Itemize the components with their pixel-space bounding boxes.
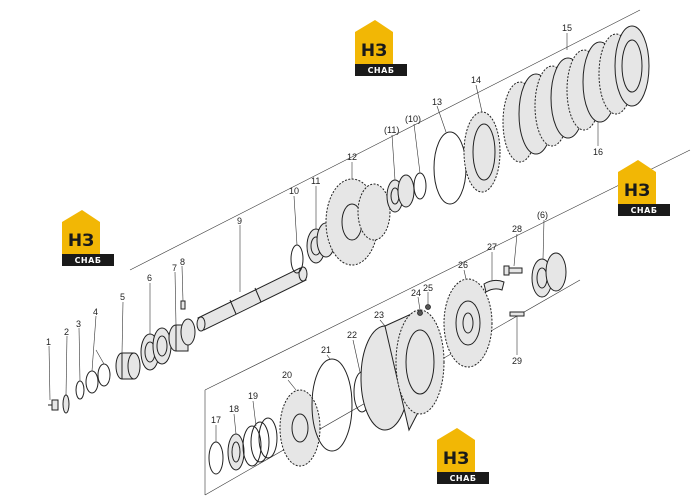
label-part-6: 6 [147,273,152,283]
part-17-snap-ring [208,441,224,475]
label-part-10b: (10) [405,114,421,124]
leader-lines [48,33,599,442]
part-14-gear-ring [463,111,501,193]
label-part-4: 4 [93,307,98,317]
part-24-ball [417,310,423,316]
part-8-key [180,300,186,310]
part-19-spring-rings [242,417,278,467]
label-part-3: 3 [76,319,81,329]
label-part-2: 2 [64,327,69,337]
axis-line-upper-left [129,9,641,271]
label-part-13: 13 [432,97,442,107]
label-part-6b: (6) [537,210,548,220]
part-1-pin [48,399,59,411]
part-15-16-clutch-discs [502,25,650,163]
part-11b-bearing [386,174,415,213]
label-part-5: 5 [120,292,125,302]
part-5-sleeve [115,352,141,380]
label-part-26: 26 [458,260,468,270]
part-2-washer [62,394,70,414]
label-part-28: 28 [512,224,522,234]
label-part-12: 12 [347,152,357,162]
label-part-17: 17 [211,415,221,425]
part-4-orings [85,363,111,394]
logo-caption: СНАБ [450,474,477,483]
label-part-20: 20 [282,370,292,380]
logo-caption: СНАБ [75,256,102,265]
part-9-shaft [196,266,308,332]
label-part-22: 22 [347,330,357,340]
label-part-18: 18 [229,404,239,414]
part-20-gear [279,389,321,467]
label-part-19: 19 [248,391,258,401]
part-18-washer [227,433,245,471]
label-part-23: 23 [374,310,384,320]
label-part-27: 27 [487,242,497,252]
part-29-pin [509,311,525,317]
part-27-clip [483,279,505,293]
label-part-11: 11 [311,176,320,186]
axis-line-lower-left [204,149,691,391]
logo-mark: НЗ [68,231,94,251]
part-11-bearing [306,222,336,264]
label-part-8: 8 [180,257,185,267]
label-part-1: 1 [46,337,51,347]
part-12-gear [325,178,391,266]
part-21-ring [311,358,353,452]
part-3-ring [75,380,85,400]
label-part-7: 7 [172,263,177,273]
logo-left: НЗ СНАБ [62,210,114,266]
label-part-15: 15 [562,23,572,33]
logo-top: НЗ СНАБ [355,20,407,76]
label-part-14: 14 [471,75,481,85]
label-part-11b: (11) [384,125,399,135]
part-28-bolt [503,265,523,276]
logo-bottom: НЗ СНАБ [437,428,489,484]
part-10b-snap-ring [413,172,427,200]
part-7-needle-bearing [168,318,196,352]
logo-right: НЗ СНАБ [618,160,670,216]
logo-mark: НЗ [361,41,387,61]
part-6-bearing [140,327,172,371]
logo-caption: СНАБ [368,66,395,75]
part-26-gear-hub [443,278,493,368]
label-part-10: 10 [289,186,299,196]
logo-mark: НЗ [624,181,650,201]
label-part-21: 21 [321,345,331,355]
logo-caption: СНАБ [631,206,658,215]
part-23-clutch-drum [360,309,445,432]
part-6b-bearing [531,252,567,298]
label-part-29: 29 [512,356,522,366]
label-part-24: 24 [411,288,421,298]
label-part-25: 25 [423,283,433,293]
label-part-9: 9 [237,216,242,226]
label-part-16: 16 [593,147,603,157]
part-13-ring [433,131,467,205]
logo-mark: НЗ [443,449,469,469]
part-25-ball [425,304,431,310]
part-10-snap-ring [290,244,304,274]
